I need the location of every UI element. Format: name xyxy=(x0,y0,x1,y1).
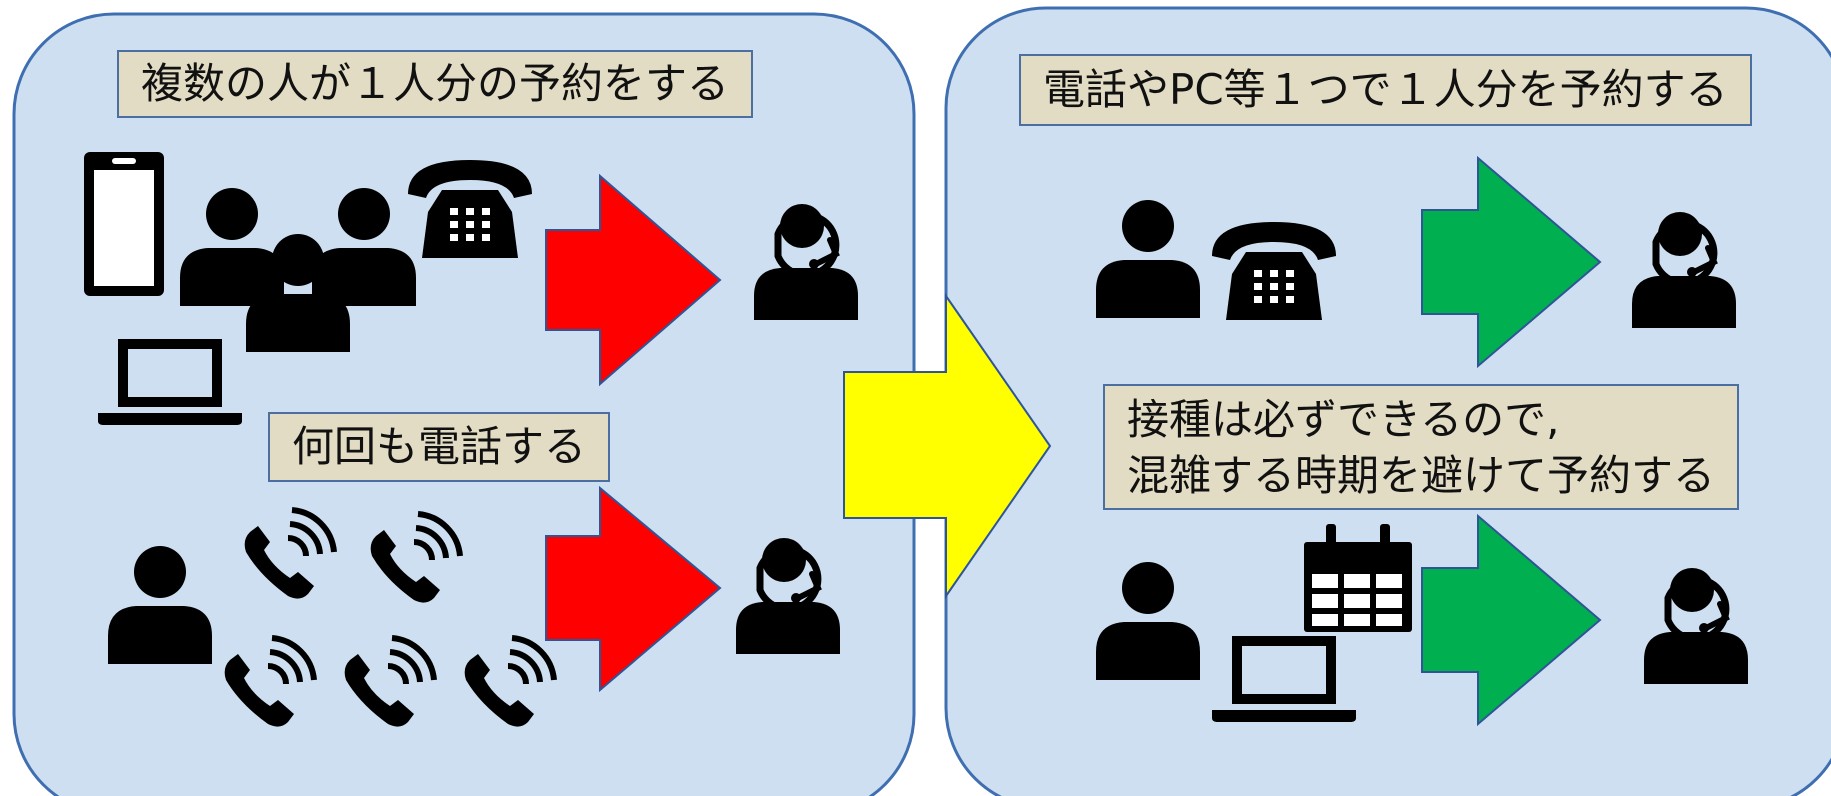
red-arrow-top xyxy=(545,173,722,387)
smartphone-icon xyxy=(84,152,164,296)
red-arrow-bottom xyxy=(545,485,722,693)
right-top-label-text: 電話やPC等１つで１人分を予約する xyxy=(1043,65,1728,114)
green-arrow-bottom xyxy=(1421,513,1602,727)
left-bottom-label: 何回も電話する xyxy=(268,412,611,482)
green-arrow-top xyxy=(1421,155,1602,369)
yellow-arrow-center xyxy=(843,292,1052,600)
right-middle-label: 接種は必ずできるので, 混雑する時期を避けて予約する xyxy=(1103,384,1740,510)
left-top-label: 複数の人が１人分の予約をする xyxy=(117,50,754,118)
left-bottom-label-text: 何回も電話する xyxy=(292,422,587,471)
right-middle-label-line2: 混雑する時期を避けて予約する xyxy=(1127,451,1716,500)
right-top-label: 電話やPC等１つで１人分を予約する xyxy=(1019,54,1752,126)
right-middle-label-line1: 接種は必ずできるので, xyxy=(1127,395,1560,444)
left-top-label-text: 複数の人が１人分の予約をする xyxy=(141,59,730,108)
